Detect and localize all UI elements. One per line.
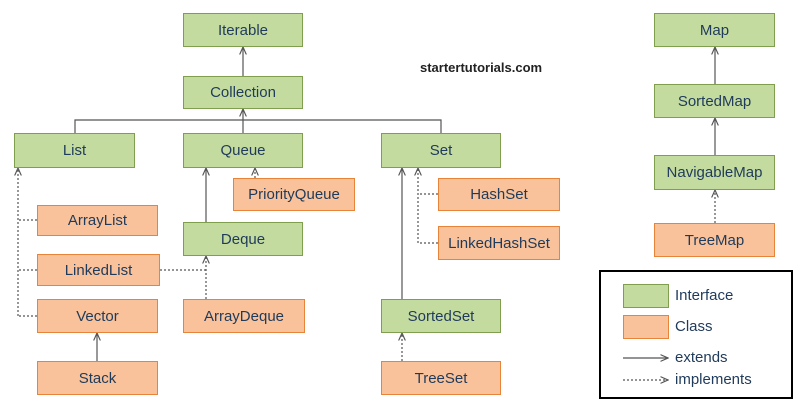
legend-line-samples	[623, 350, 673, 390]
node-treeset: TreeSet	[381, 361, 501, 395]
node-arraylist: ArrayList	[37, 205, 158, 236]
node-sortedmap: SortedMap	[654, 84, 775, 118]
legend-class-label: Class	[675, 318, 713, 335]
node-set: Set	[381, 133, 501, 168]
watermark-text: startertutorials.com	[420, 60, 543, 75]
node-linkedhashset: LinkedHashSet	[438, 226, 560, 260]
edge-list-to-collection	[74, 119, 243, 133]
legend-interface-swatch	[623, 284, 669, 308]
node-list: List	[14, 133, 135, 168]
node-priorityqueue: PriorityQueue	[233, 178, 355, 211]
node-sortedset: SortedSet	[381, 299, 501, 333]
node-linkedlist: LinkedList	[37, 254, 160, 286]
node-treemap: TreeMap	[654, 223, 775, 257]
node-hashset: HashSet	[438, 178, 560, 211]
node-iterable: Iterable	[183, 13, 303, 47]
node-queue: Queue	[183, 133, 303, 168]
node-vector: Vector	[37, 299, 158, 333]
node-navigablemap: NavigableMap	[654, 155, 775, 190]
node-stack: Stack	[37, 361, 158, 395]
legend-interface-label: Interface	[675, 287, 734, 304]
legend: Interface Class extends implements	[599, 270, 793, 399]
edge-set-to-collection	[243, 119, 442, 133]
node-map: Map	[654, 13, 775, 47]
node-collection: Collection	[183, 76, 303, 109]
node-deque: Deque	[183, 222, 303, 256]
node-arraydeque: ArrayDeque	[183, 299, 305, 333]
legend-class-swatch	[623, 315, 669, 339]
legend-extends-label: extends	[675, 349, 728, 366]
legend-implements-label: implements	[675, 371, 752, 388]
